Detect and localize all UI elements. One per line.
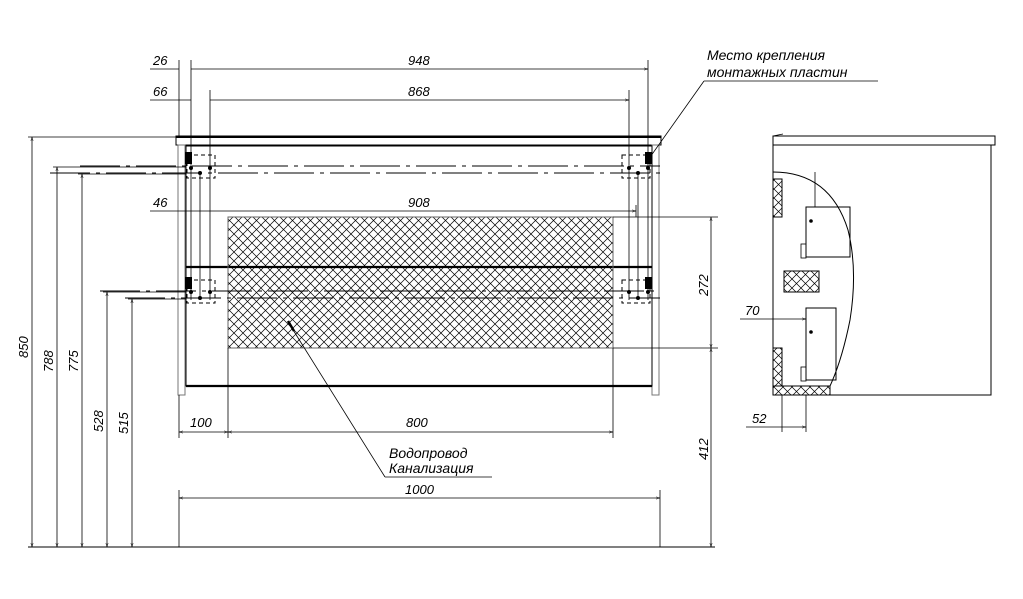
dim-412: 412 — [696, 438, 711, 460]
side-body — [772, 144, 992, 396]
dim-26: 26 — [152, 53, 168, 68]
dim-948: 948 — [408, 53, 430, 68]
mounting-bracket-top-left — [185, 152, 216, 179]
plumbing-label-2: Канализация — [389, 460, 474, 476]
left-side-panel — [177, 144, 186, 396]
dim-908: 908 — [408, 195, 430, 210]
bottom-dimensions — [178, 348, 661, 547]
mounting-plates-label-2: монтажных пластин — [707, 64, 848, 80]
plumbing-zone — [227, 216, 614, 349]
dim-100: 100 — [190, 415, 212, 430]
front-view — [50, 60, 662, 396]
dim-800: 800 — [406, 415, 428, 430]
height-dimensions — [28, 136, 186, 548]
mounting-bracket-bottom-right — [621, 277, 652, 304]
dim-272: 272 — [696, 274, 711, 297]
mounting-plates-leader — [647, 80, 878, 161]
dim-46: 46 — [153, 195, 168, 210]
dim-528: 528 — [91, 410, 106, 432]
dim-1000: 1000 — [405, 482, 435, 497]
drawer-curve — [772, 171, 855, 387]
mounting-bracket-top-right — [621, 152, 652, 179]
dim-850: 850 — [16, 336, 31, 358]
dim-515: 515 — [116, 412, 131, 434]
dim-66: 66 — [153, 84, 168, 99]
plumbing-leader — [286, 320, 492, 478]
dim-868: 868 — [408, 84, 430, 99]
mounting-plates-label-1: Место крепления — [707, 47, 826, 63]
dim-52: 52 — [752, 411, 767, 426]
right-side-panel — [651, 144, 660, 396]
plumbing-label-1: Водопровод — [389, 445, 468, 461]
zone-height-dimensions — [613, 216, 718, 548]
dim-70: 70 — [745, 303, 760, 318]
side-countertop — [772, 135, 996, 146]
dim-775: 775 — [66, 350, 81, 372]
dim-788: 788 — [41, 350, 56, 372]
side-view — [740, 133, 996, 432]
